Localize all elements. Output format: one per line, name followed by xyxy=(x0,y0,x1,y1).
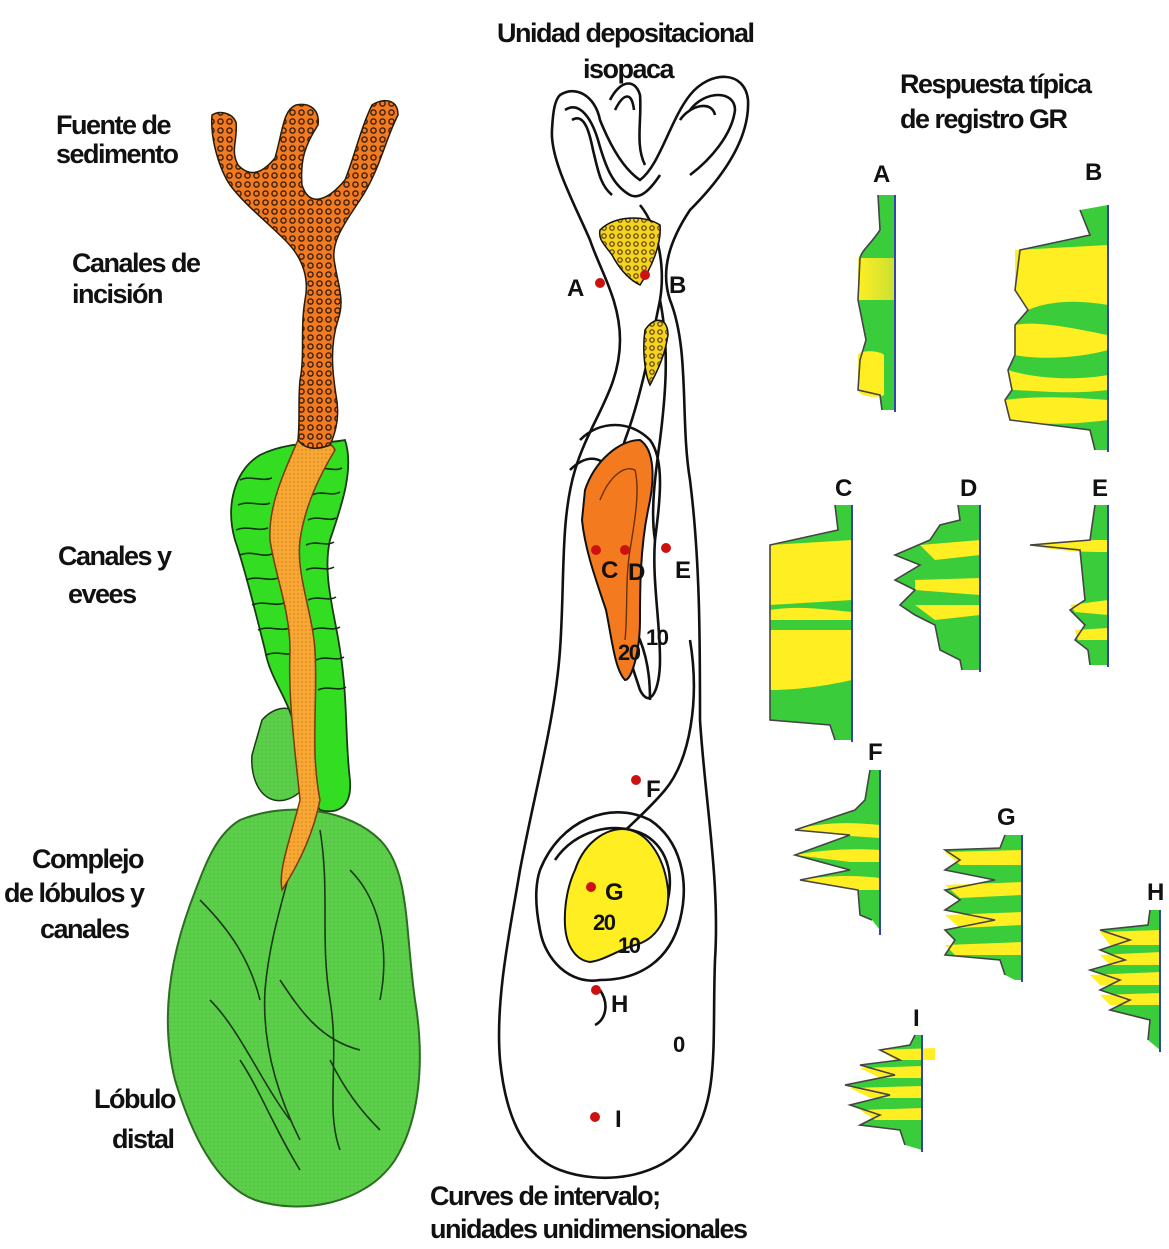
point-c-label: C xyxy=(601,557,618,584)
point-b-dot xyxy=(640,270,650,280)
sediment-source xyxy=(212,101,398,449)
label-incision-2: incisión xyxy=(72,279,162,309)
point-e-dot xyxy=(661,543,671,553)
contour-label-20b: 20 xyxy=(593,910,616,935)
label-complex-1: Complejo xyxy=(32,844,144,874)
point-a-dot xyxy=(595,278,605,288)
point-h-dot xyxy=(591,985,601,995)
point-h-label: H xyxy=(611,991,627,1018)
fan-system xyxy=(168,101,420,1207)
logs-title-1: Respuesta típica xyxy=(900,69,1093,99)
contour-label-10b: 10 xyxy=(618,933,641,958)
log-h-label: H xyxy=(1147,879,1163,906)
log-a-label: A xyxy=(873,161,890,188)
label-distal-2: distal xyxy=(112,1124,174,1154)
label-source-2: sedimento xyxy=(56,139,179,169)
log-e-label: E xyxy=(1092,475,1108,502)
top-stipple xyxy=(600,218,661,285)
contour-label-0: 0 xyxy=(673,1032,685,1057)
gr-logs: Respuesta típica de registro GR A B C xyxy=(770,69,1163,1152)
log-b: B xyxy=(1005,159,1108,452)
label-levee-1: Canales y xyxy=(58,541,172,571)
point-f-dot xyxy=(631,775,641,785)
log-d: D xyxy=(895,475,980,672)
label-incision-1: Canales de xyxy=(72,248,201,278)
point-g-dot xyxy=(586,882,596,892)
label-distal-1: Lóbulo xyxy=(94,1084,176,1114)
logs-title-2: de registro GR xyxy=(900,104,1068,134)
caption-1: Curves de intervalo; xyxy=(430,1181,660,1211)
point-a-label: A xyxy=(567,275,584,302)
contour-label-20a: 20 xyxy=(618,640,641,665)
log-g: G xyxy=(945,804,1022,982)
point-g-label: G xyxy=(605,879,623,906)
point-i-dot xyxy=(590,1112,600,1122)
point-b-label: B xyxy=(669,272,686,299)
point-e-label: E xyxy=(675,557,691,584)
point-d-label: D xyxy=(628,559,645,586)
label-levee-2: evees xyxy=(68,579,136,609)
middle-titles: Unidad depositacional isopaca Curves de … xyxy=(430,18,754,1244)
log-i-label: I xyxy=(913,1005,919,1032)
point-d-dot xyxy=(620,545,630,555)
label-complex-2: de lóbulos y xyxy=(4,878,145,908)
log-f: F xyxy=(795,739,882,935)
point-i-label: I xyxy=(615,1106,621,1133)
log-i: I xyxy=(845,1005,935,1152)
log-g-label: G xyxy=(997,804,1015,831)
log-c-label: C xyxy=(835,475,852,502)
log-c: C xyxy=(770,475,852,742)
caption-2: unidades unidimensionales xyxy=(430,1214,747,1244)
point-c-dot xyxy=(591,545,601,555)
isopach-title-1: Unidad depositacional xyxy=(497,18,754,48)
point-f-label: F xyxy=(646,776,660,803)
well-points: A B C D E F G H I xyxy=(567,270,691,1133)
log-a: A xyxy=(858,161,895,412)
log-f-label: F xyxy=(868,739,882,766)
log-e: E xyxy=(1030,475,1108,667)
label-source-1: Fuente de xyxy=(56,110,171,140)
log-d-label: D xyxy=(960,475,977,502)
log-b-label: B xyxy=(1085,159,1102,186)
isopach-title-2: isopaca xyxy=(583,54,676,84)
label-complex-3: canales xyxy=(40,914,129,944)
log-h: H xyxy=(1090,879,1163,1052)
